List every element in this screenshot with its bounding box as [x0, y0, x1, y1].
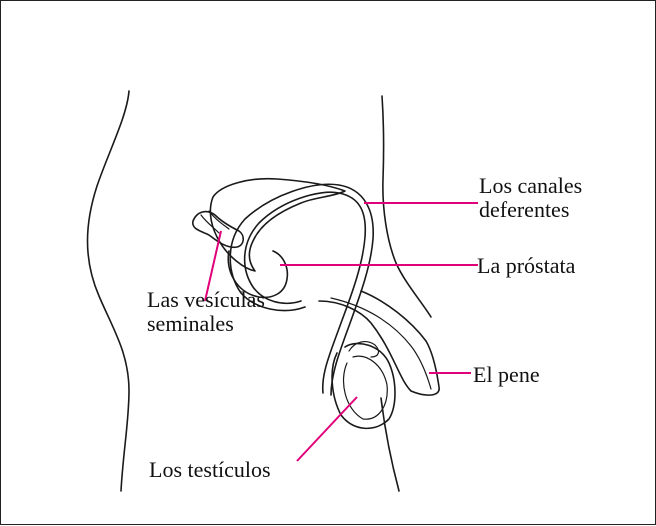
label-canales-line1: Los canales — [479, 173, 582, 198]
label-vesiculas-line2: seminales — [147, 311, 234, 336]
penis-outline — [319, 291, 439, 395]
leader-testiculos — [297, 397, 357, 461]
label-testiculos: Los testículos — [149, 457, 271, 482]
label-pene: El pene — [473, 362, 540, 387]
testicle-shape — [344, 356, 388, 419]
label-prostata: La próstata — [477, 253, 576, 278]
thigh-outline — [381, 398, 399, 491]
body-outline-back — [88, 91, 130, 491]
body-outline-front — [382, 96, 431, 317]
label-canales-line2: deferentes — [479, 197, 569, 222]
label-vesiculas-line1: Las vesículas — [147, 287, 265, 312]
